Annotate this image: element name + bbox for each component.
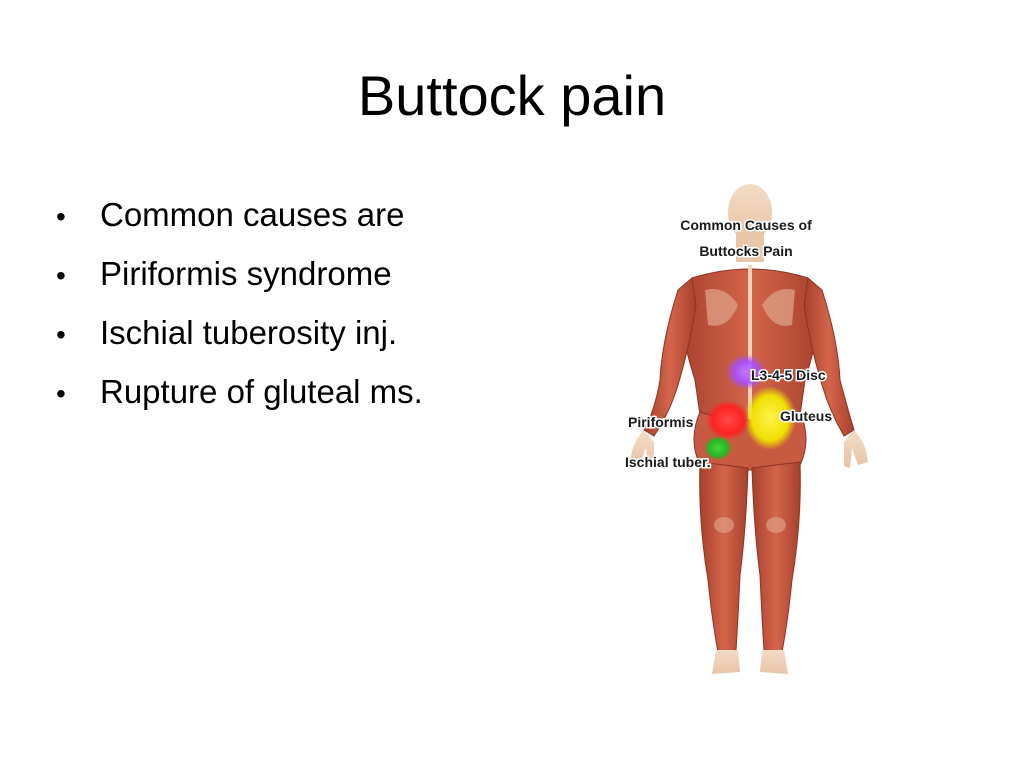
anatomy-illustration: Common Causes of Buttocks Pain L3-4-5 Di… xyxy=(624,184,868,674)
bullet-icon: • xyxy=(56,319,66,350)
bullet-item: • Rupture of gluteal ms. xyxy=(56,363,423,422)
ischial-label: Ischial tuber. xyxy=(625,454,711,470)
scapula-right xyxy=(762,289,795,326)
hand-right xyxy=(844,430,868,468)
gluteus-pain-marker xyxy=(744,386,796,450)
head-shape xyxy=(728,184,772,240)
anatomy-figure: Common Causes of Buttocks Pain L3-4-5 Di… xyxy=(600,180,890,680)
piriformis-pain-marker xyxy=(706,400,750,440)
bullet-item: • Common causes are xyxy=(56,186,423,245)
foot-left xyxy=(712,650,740,674)
slide-title: Buttock pain xyxy=(357,64,667,127)
knee-right xyxy=(766,517,786,533)
disc-pain-marker xyxy=(726,354,766,390)
neck-shape xyxy=(736,232,764,262)
bullet-text: Common causes are xyxy=(100,196,405,233)
bullet-item: • Piriformis syndrome xyxy=(56,245,423,304)
leg-right xyxy=(751,461,801,653)
leg-left xyxy=(699,461,749,653)
knee-left xyxy=(714,517,734,533)
ischial-pain-marker xyxy=(704,436,732,460)
figure-title-line1: Common Causes of xyxy=(680,217,812,233)
figure-title-line2: Buttocks Pain xyxy=(699,243,792,259)
gluteus-label: Gluteus xyxy=(780,408,832,424)
arm-left xyxy=(643,277,697,437)
arm-right xyxy=(803,277,855,437)
bullet-icon: • xyxy=(56,260,66,291)
bullet-list: •Common causes are •Piriformis syndrome … xyxy=(56,186,423,422)
bullet-icon: • xyxy=(56,201,66,232)
disc-label: L3-4-5 Disc xyxy=(751,367,826,383)
bullet-text: Rupture of gluteal ms. xyxy=(100,373,423,410)
hand-left xyxy=(630,430,654,468)
piriformis-label: Piriformis xyxy=(628,414,694,430)
bullet-icon: • xyxy=(56,378,66,409)
bullet-text: Piriformis syndrome xyxy=(100,255,392,292)
bullet-item: • Ischial tuberosity inj. xyxy=(56,304,423,363)
foot-right xyxy=(760,650,788,674)
bullet-text: Ischial tuberosity inj. xyxy=(100,314,398,351)
scapula-left xyxy=(705,289,738,326)
